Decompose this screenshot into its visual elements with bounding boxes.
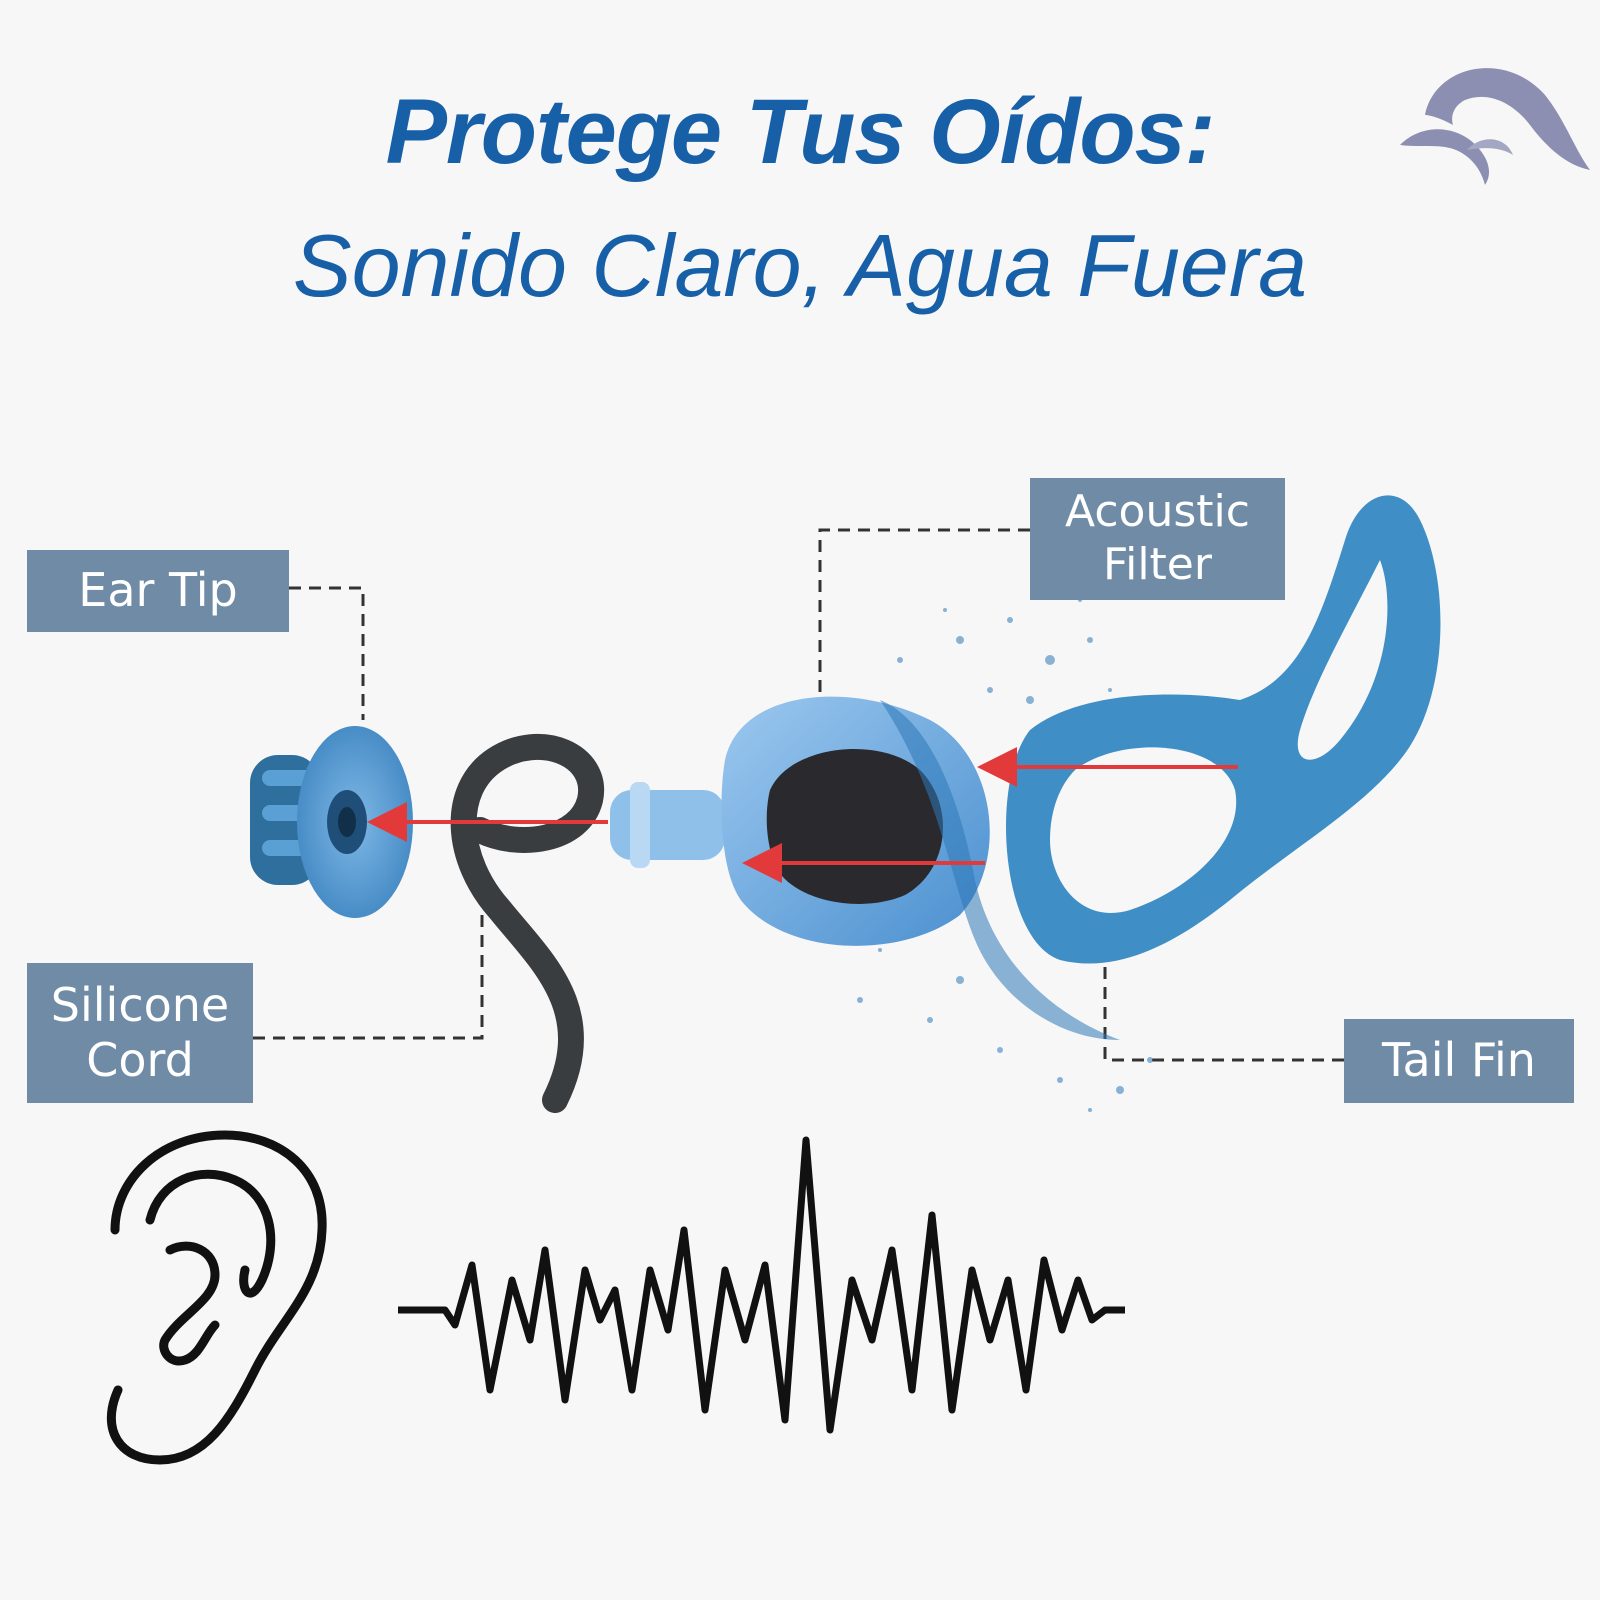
acoustic-filter-label: Acoustic Filter (1030, 478, 1285, 600)
ear-icon (106, 1130, 327, 1465)
wave-logo-icon (1400, 68, 1590, 185)
leader-lines (253, 528, 1344, 1062)
acoustic-filter-part (610, 696, 990, 946)
page-title: Protege Tus Oídos: (385, 81, 1216, 183)
tail-fin-label: Tail Fin (1344, 1019, 1574, 1103)
silicone-cord-part (450, 733, 605, 1113)
silicone-cord-label: Silicone Cord (27, 963, 253, 1103)
page-subtitle: Sonido Claro, Agua Fuera (292, 216, 1308, 315)
water-splash (857, 598, 1153, 1112)
sound-wave-icon (398, 1136, 1125, 1434)
tail-fin-part (1006, 495, 1441, 964)
sound-arrows (367, 747, 1238, 883)
ear-tip-part (250, 726, 413, 918)
ear-tip-label: Ear Tip (27, 550, 289, 632)
